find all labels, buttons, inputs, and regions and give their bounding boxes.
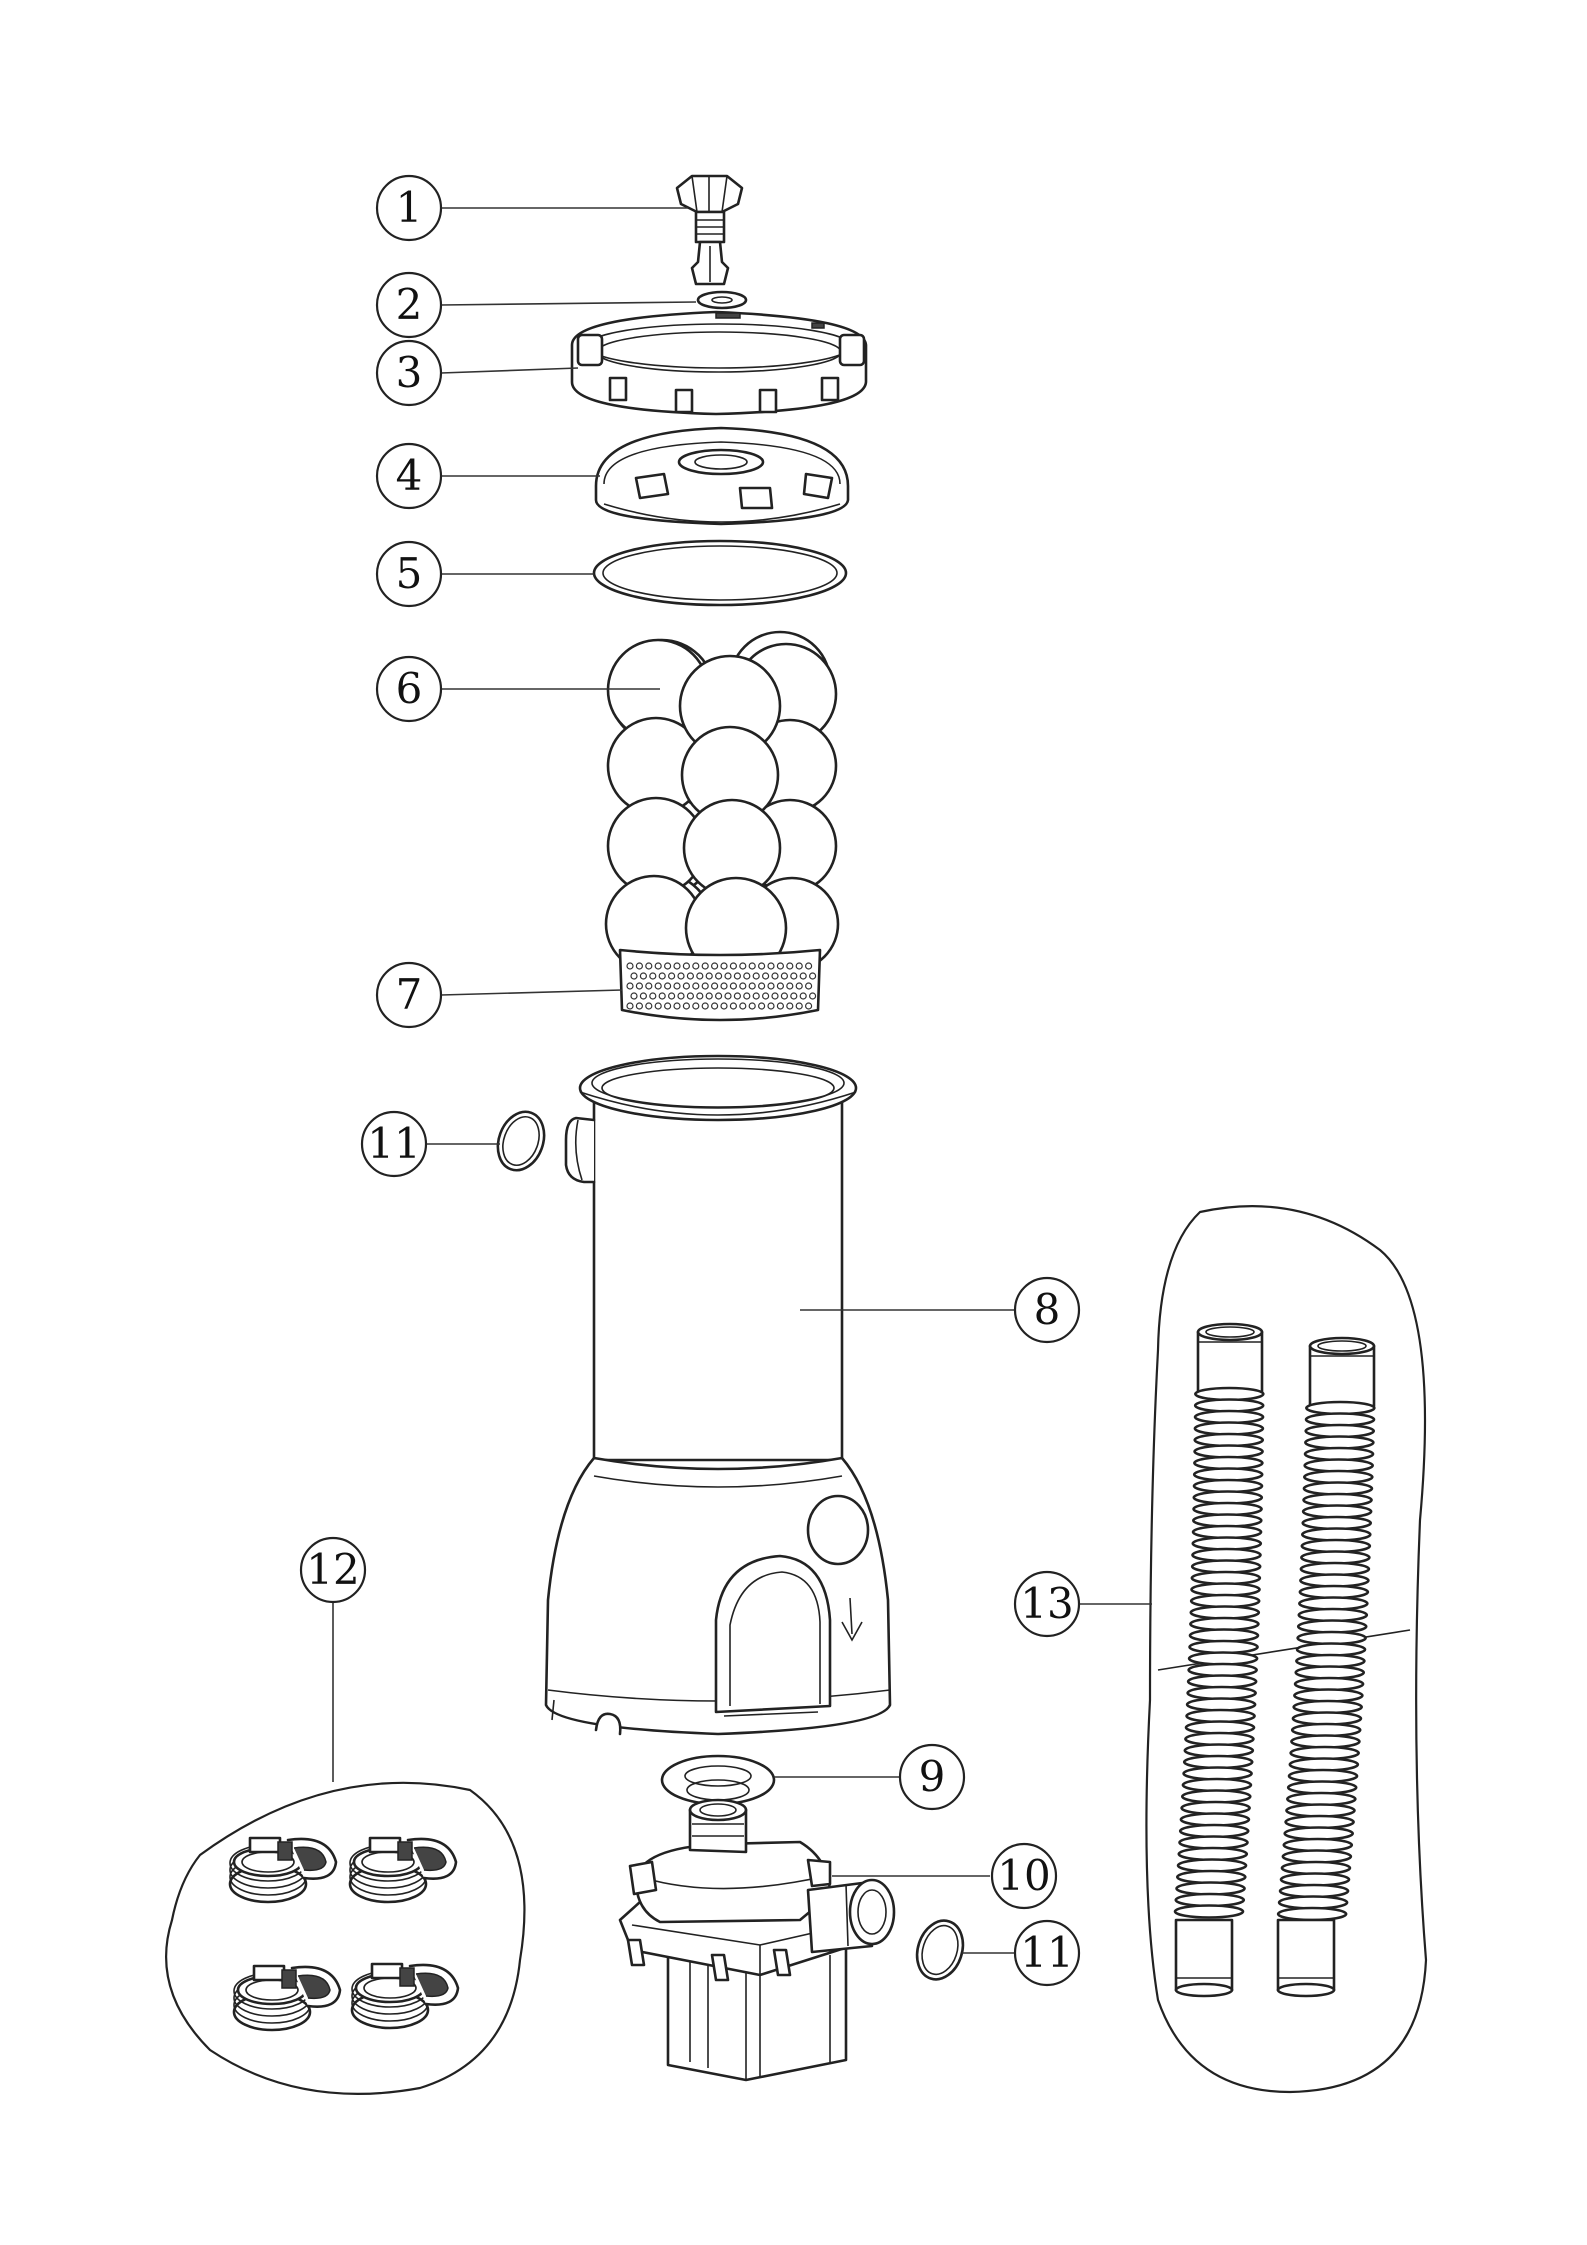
part-12-hose-clamps-icon <box>166 1783 524 2094</box>
part-6-filter-balls-icon <box>606 632 838 978</box>
part-4-lid-icon <box>596 428 848 524</box>
part-5-o-ring-icon <box>594 541 846 605</box>
callout-9: 9 <box>900 1745 964 1809</box>
part-10-pump-motor-icon <box>620 1800 894 2080</box>
callout-7: 7 <box>377 963 441 1027</box>
part-11-upper-o-ring-icon <box>490 1105 552 1176</box>
callout-label: 11 <box>1020 1928 1073 1977</box>
part-9-seal-ring-icon <box>662 1756 774 1804</box>
callout-4: 4 <box>377 444 441 508</box>
callout-label: 12 <box>306 1545 359 1594</box>
callout-label: 9 <box>919 1752 946 1801</box>
callout-label: 13 <box>1020 1579 1073 1628</box>
part-2-washer-icon <box>698 292 746 308</box>
callout-1: 1 <box>377 176 441 240</box>
callout-8: 8 <box>1015 1278 1079 1342</box>
callout-label: 3 <box>396 348 423 397</box>
part-8-filter-housing-icon <box>546 1056 890 1734</box>
callout-10: 10 <box>992 1844 1056 1908</box>
callout-label: 1 <box>396 183 423 232</box>
part-13-hoses-icon <box>1146 1206 1426 2092</box>
part-1-knob-valve-icon <box>677 176 742 284</box>
part-3-lock-ring-icon <box>572 312 866 414</box>
callout-13: 13 <box>1015 1572 1079 1636</box>
callout-2: 2 <box>377 273 441 337</box>
callout-6: 6 <box>377 657 441 721</box>
callout-label: 6 <box>396 664 423 713</box>
callout-label: 5 <box>396 549 423 598</box>
callout-12: 12 <box>301 1538 365 1602</box>
callout-3: 3 <box>377 341 441 405</box>
callout-label: 2 <box>396 280 423 329</box>
callout-11-lower: 11 <box>1015 1921 1079 1985</box>
callout-label: 4 <box>396 451 423 500</box>
part-7-strainer-basket-icon <box>620 950 820 1020</box>
callout-label: 7 <box>396 970 423 1019</box>
callout-5: 5 <box>377 542 441 606</box>
callout-label: 8 <box>1034 1285 1061 1334</box>
callout-label: 11 <box>367 1119 420 1168</box>
part-11-lower-o-ring-icon <box>910 1915 970 1986</box>
callout-label: 10 <box>997 1851 1050 1900</box>
callout-11-upper: 11 <box>362 1112 426 1176</box>
